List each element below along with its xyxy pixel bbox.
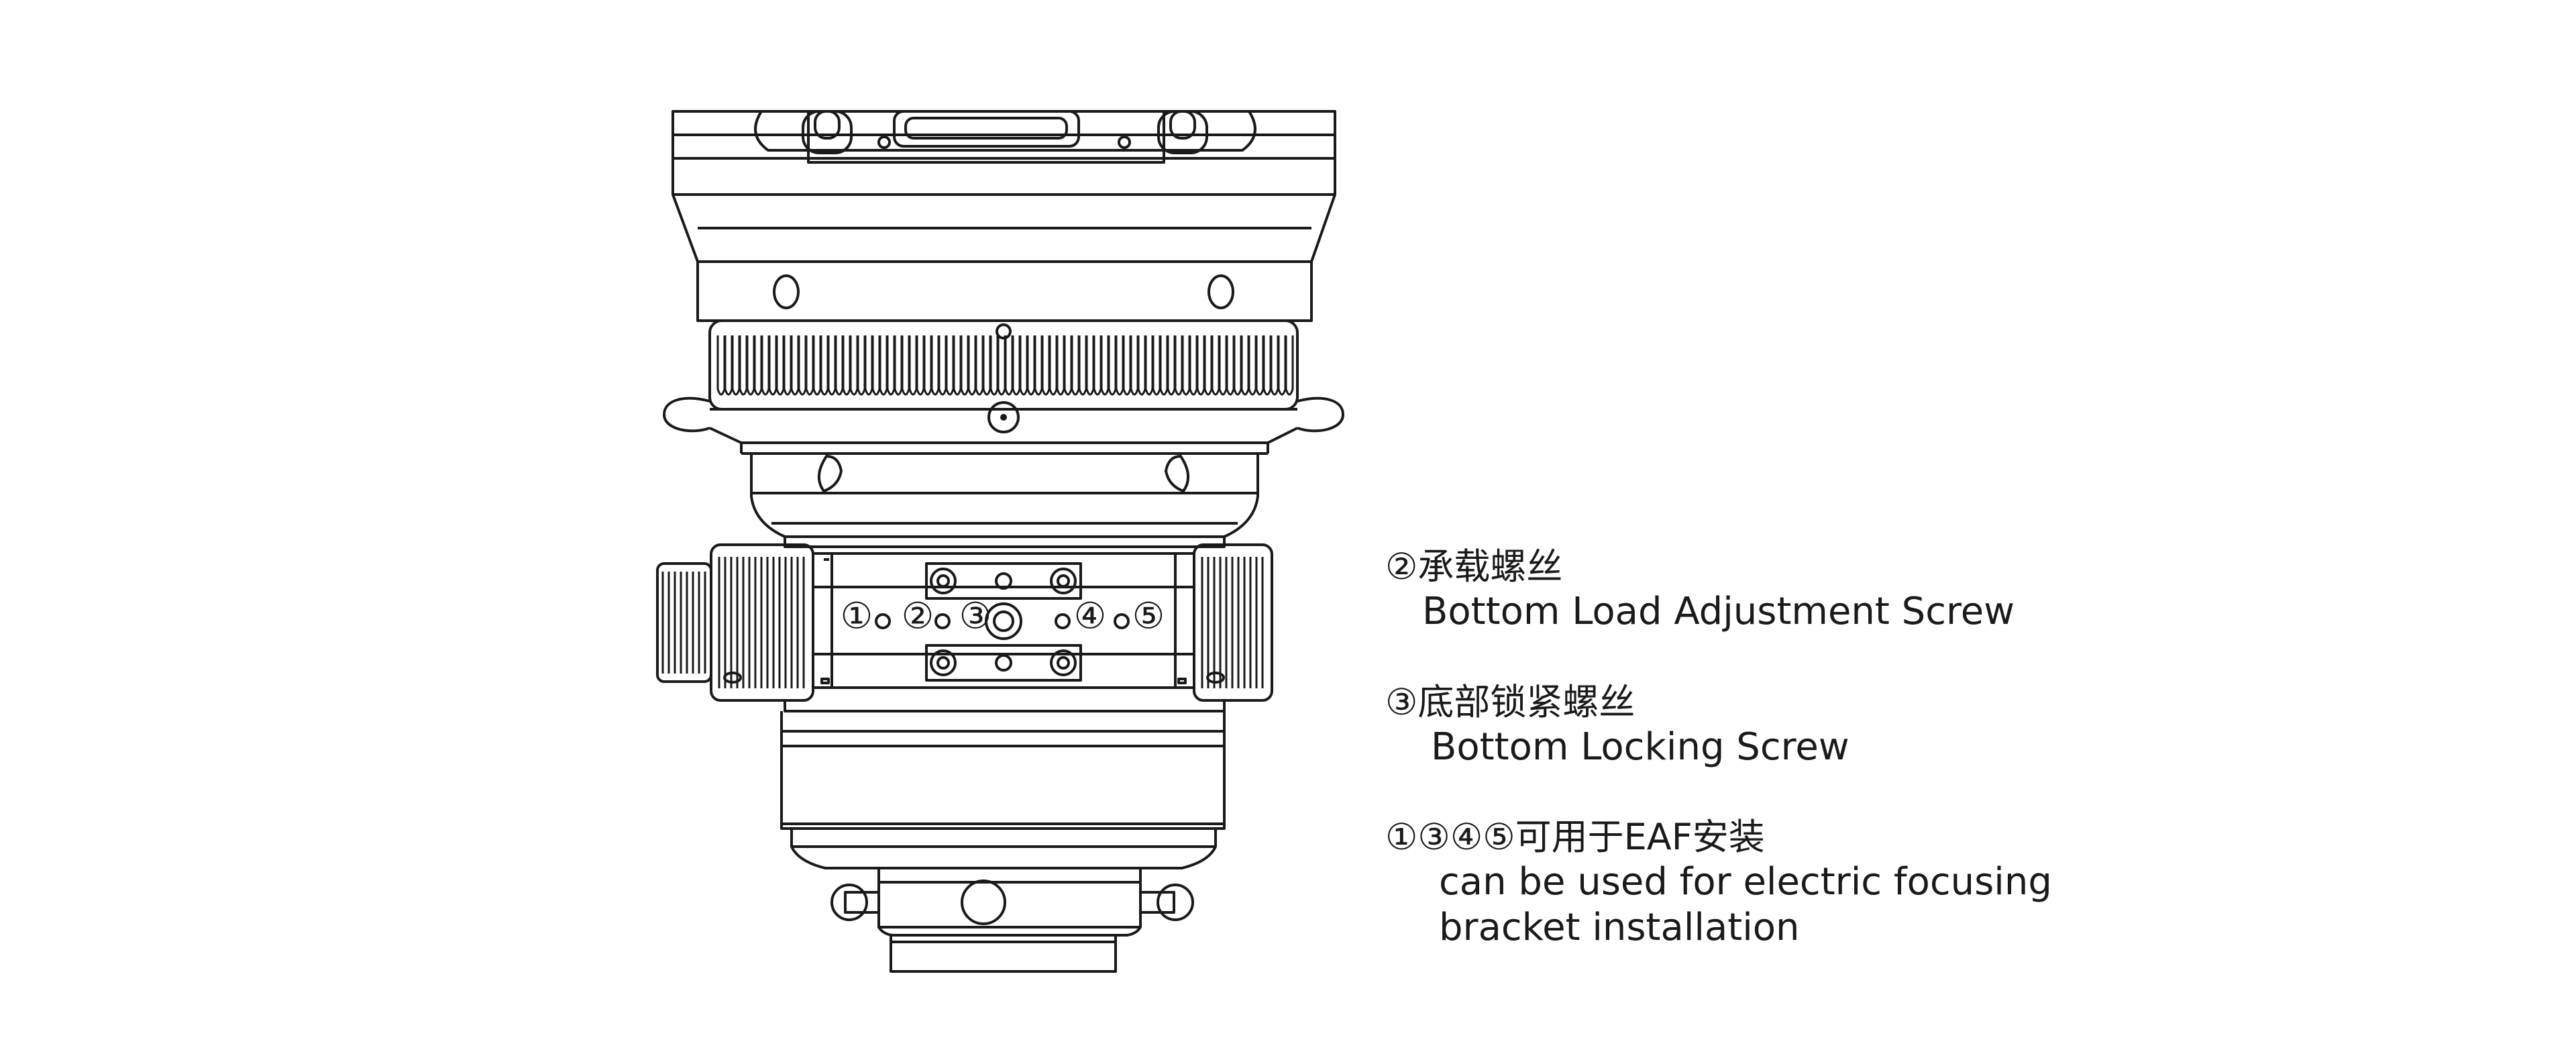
callout-eaf-mount-en-line1: can be used for electric focusing (1439, 860, 2052, 904)
callout-load-screw: ②承载螺丝 Bottom Load Adjustment Screw (1385, 545, 2015, 635)
top-mount-plate (672, 110, 1336, 164)
lower-neck (709, 427, 1298, 548)
callout-load-screw-en: Bottom Load Adjustment Screw (1422, 590, 2015, 633)
marker-2: ② (902, 595, 934, 637)
marker-5: ⑤ (1132, 595, 1165, 637)
callout-locking-screw-en: Bottom Locking Screw (1431, 725, 1849, 769)
marker-4: ④ (1074, 595, 1106, 637)
marker-1: ① (841, 595, 873, 637)
callout-eaf-mount-zh: ①③④⑤可用于EAF安装 (1385, 816, 1765, 858)
callout-locking-screw-zh: ③底部锁紧螺丝 (1385, 681, 1635, 723)
lower-body (780, 700, 1226, 869)
clamp-knobs (656, 543, 1273, 702)
callout-load-screw-zh: ②承载螺丝 (1385, 545, 1563, 588)
bottom-adapter (830, 868, 1194, 973)
gear-ring (708, 319, 1299, 411)
marker-3: ③ (959, 595, 991, 637)
side-levers (663, 396, 1344, 433)
callout-locking-screw: ③底部锁紧螺丝 Bottom Locking Screw (1385, 680, 1849, 770)
callout-eaf-mount: ①③④⑤可用于EAF安装 can be used for electric fo… (1385, 815, 2052, 951)
callout-eaf-mount-en-line2: bracket installation (1439, 906, 1800, 949)
